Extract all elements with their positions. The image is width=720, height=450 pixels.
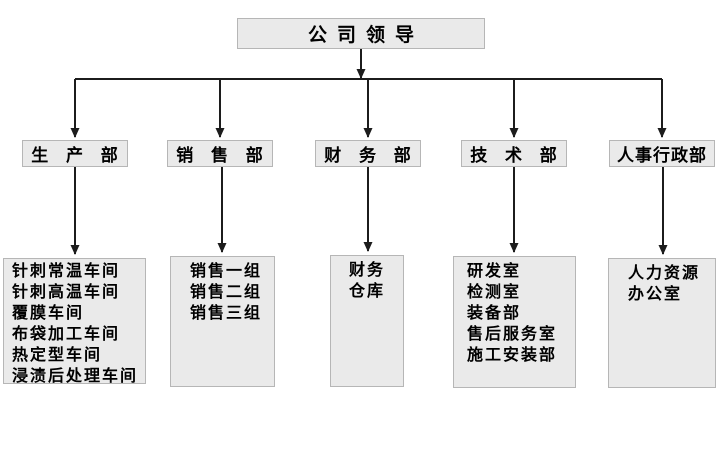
unit-item: 施工安装部 xyxy=(467,347,558,364)
node-dept-sales: 销 售 部 xyxy=(167,140,273,167)
node-dept-hr-admin: 人事行政部 xyxy=(609,140,715,167)
unit-item: 研发室 xyxy=(467,263,522,280)
unit-list-hr-admin: 人力资源 办公室 xyxy=(608,258,716,388)
unit-item: 销售一组 xyxy=(190,263,263,280)
unit-item: 售后服务室 xyxy=(467,326,558,343)
node-company-leadership: 公司领导 xyxy=(237,18,485,49)
node-dept-finance: 财 务 部 xyxy=(315,140,421,167)
unit-item: 人力资源 xyxy=(628,265,701,282)
unit-item: 财务 xyxy=(349,262,386,279)
dept-label: 销 售 部 xyxy=(176,146,264,165)
unit-item: 销售三组 xyxy=(190,305,263,322)
node-dept-technology: 技 术 部 xyxy=(461,140,567,167)
unit-item: 销售二组 xyxy=(190,284,263,301)
node-dept-production: 生 产 部 xyxy=(22,140,128,167)
dept-label: 人事行政部 xyxy=(617,146,707,165)
unit-list-sales: 销售一组 销售二组 销售三组 xyxy=(170,256,275,387)
dept-label: 财 务 部 xyxy=(324,146,412,165)
node-company-leadership-label: 公司领导 xyxy=(307,25,424,46)
unit-item: 针刺常温车间 xyxy=(12,263,121,280)
unit-item: 热定型车间 xyxy=(12,347,103,364)
unit-list-technology: 研发室 检测室 装备部 售后服务室 施工安装部 xyxy=(453,256,576,388)
dept-label: 技 术 部 xyxy=(470,146,558,165)
unit-list-finance: 财务 仓库 xyxy=(330,255,404,387)
unit-item: 检测室 xyxy=(467,284,522,301)
dept-label: 生 产 部 xyxy=(31,146,119,165)
unit-item: 装备部 xyxy=(467,305,522,322)
unit-item: 办公室 xyxy=(628,286,683,303)
unit-item: 针刺高温车间 xyxy=(12,284,121,301)
unit-item: 仓库 xyxy=(349,283,386,300)
unit-item: 覆膜车间 xyxy=(12,305,85,322)
unit-list-production: 针刺常温车间 针刺高温车间 覆膜车间 布袋加工车间 热定型车间 浸渍后处理车间 xyxy=(3,258,146,384)
unit-item: 布袋加工车间 xyxy=(12,326,121,343)
unit-item: 浸渍后处理车间 xyxy=(12,368,139,384)
